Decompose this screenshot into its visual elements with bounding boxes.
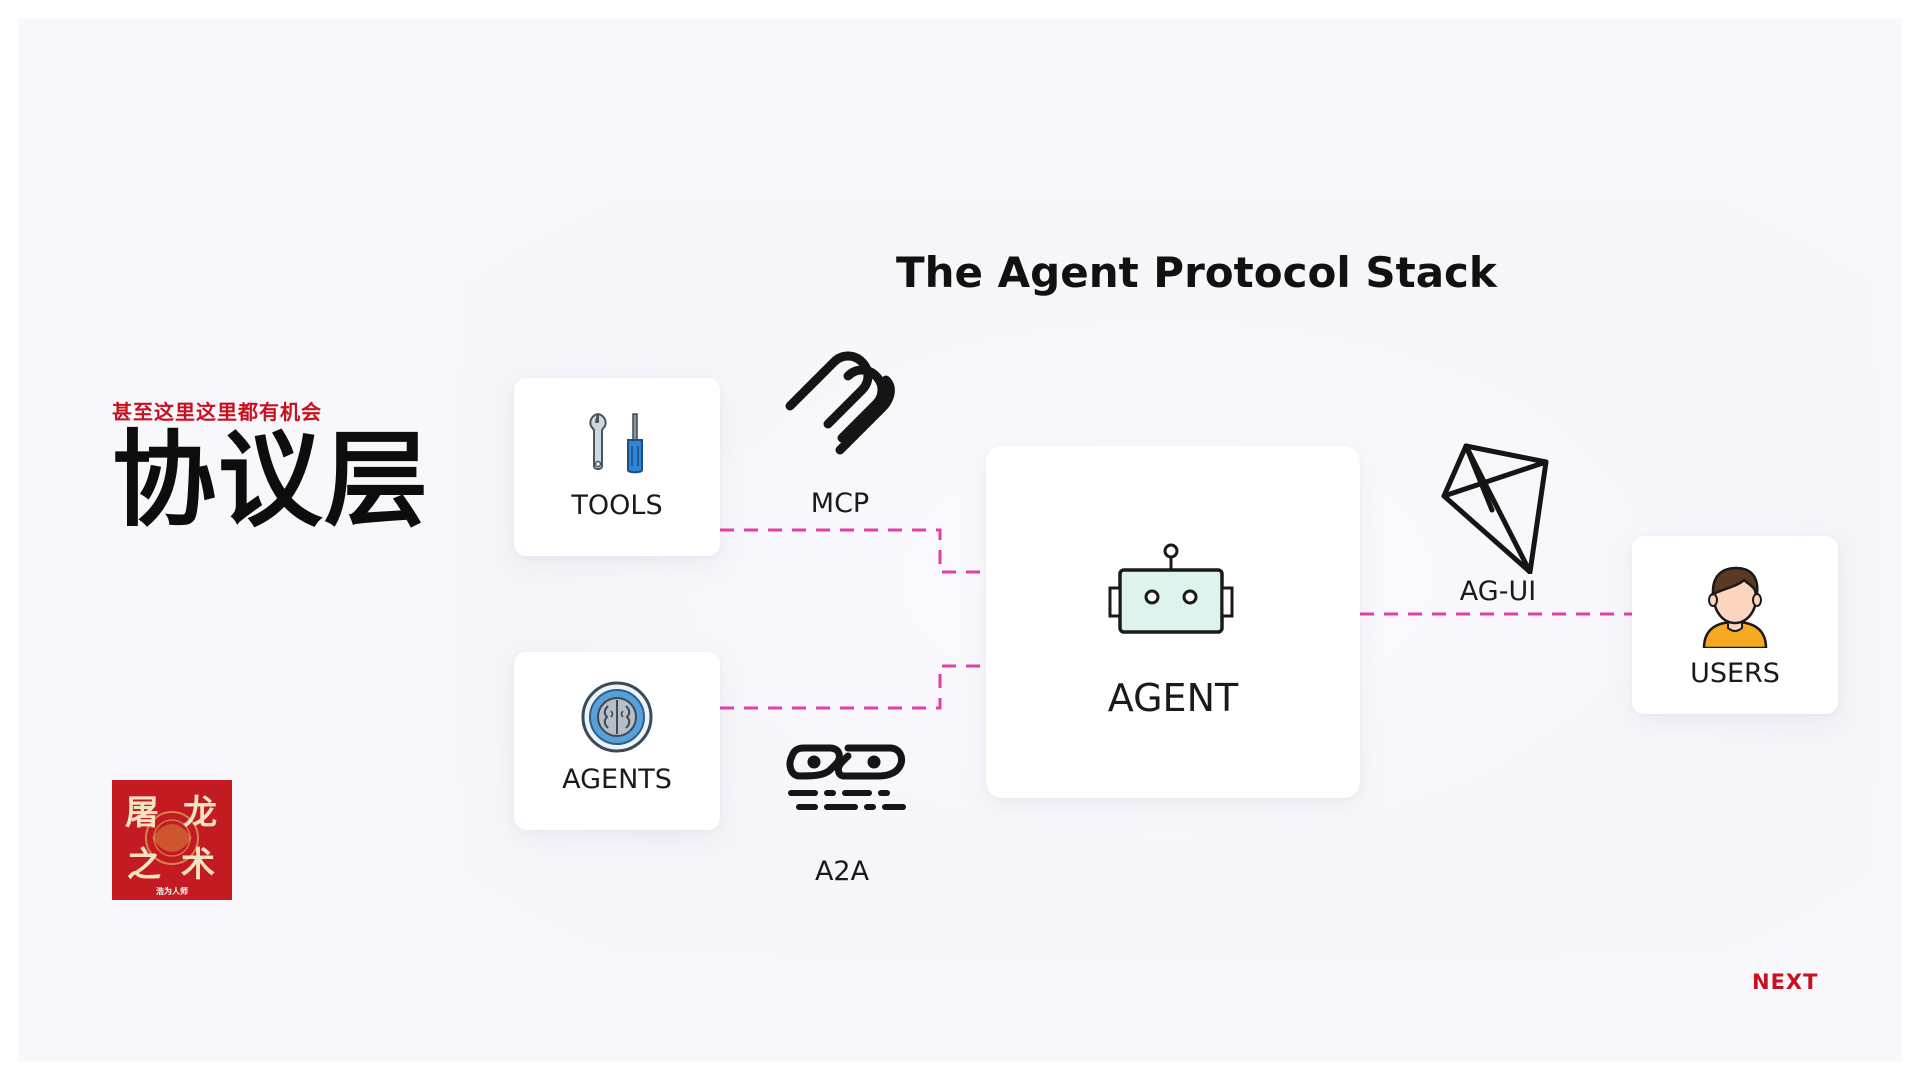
mcp-label: MCP (810, 488, 870, 519)
logo-char-zhi: 之 (127, 845, 161, 885)
users-node: USERS (1632, 536, 1838, 714)
agents-a2a-connector (720, 664, 986, 710)
slide-title: 协议层 (112, 419, 431, 541)
users-label: USERS (1690, 658, 1780, 689)
brain-globe-icon (581, 681, 653, 753)
logo-emblem-icon: 屠 龙 之 术 浩为人师 (125, 793, 217, 896)
tools-mcp-connector (720, 528, 986, 574)
agents-node: AGENTS (514, 652, 720, 830)
robot-icon (1108, 543, 1234, 634)
agent-node: AGENT (986, 446, 1360, 798)
slide-subtitle: 甚至这里这里都有机会 (112, 400, 322, 424)
next-button[interactable]: NEXT (1752, 970, 1819, 994)
mcp-logo-icon (785, 351, 895, 455)
user-avatar-icon (1702, 566, 1768, 648)
logo-char-shu: 术 (181, 845, 215, 885)
logo-char-tu: 屠 (125, 793, 159, 833)
a2a-logo-icon (786, 744, 906, 810)
diagram-title: The Agent Protocol Stack (896, 248, 1497, 297)
tools-node: TOOLS (514, 378, 720, 556)
logo-char-long: 龙 (183, 793, 217, 833)
agents-label: AGENTS (562, 764, 672, 795)
brand-logo: 屠 龙 之 术 浩为人师 (112, 780, 232, 900)
a2a-label: A2A (814, 856, 870, 887)
agui-label: AG-UI (1459, 576, 1537, 607)
kite-logo-icon (1441, 443, 1549, 574)
tools-label: TOOLS (571, 490, 663, 521)
logo-tagline: 浩为人师 (156, 886, 188, 896)
agent-label: AGENT (1107, 676, 1239, 720)
wrench-screwdriver-icon (589, 413, 643, 474)
